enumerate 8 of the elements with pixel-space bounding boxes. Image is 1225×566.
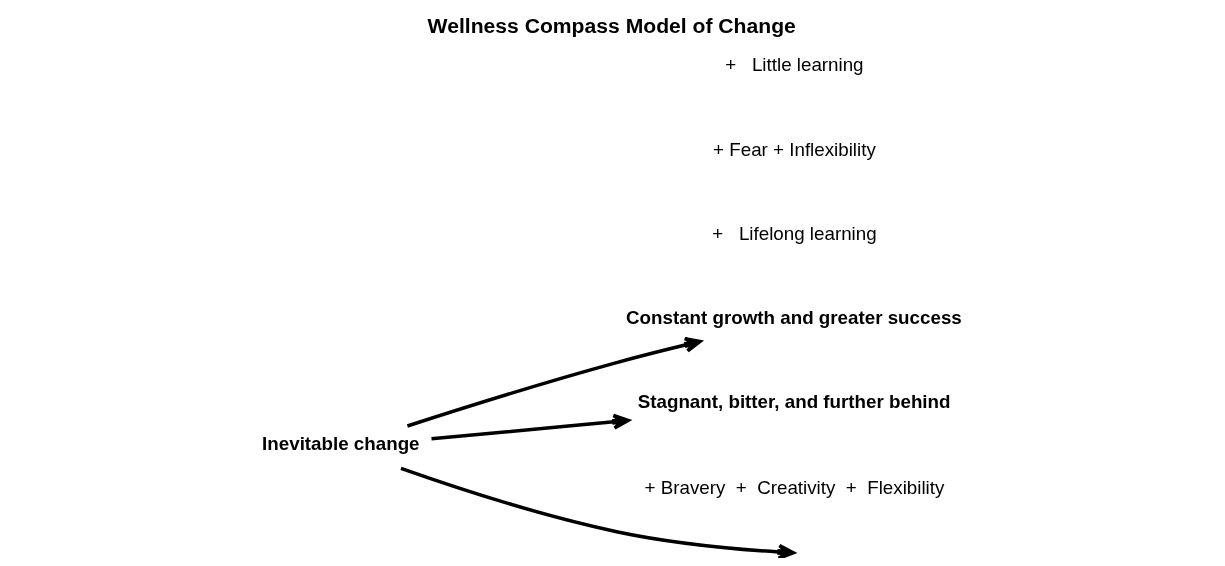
node-text: Inevitable change — [262, 433, 420, 455]
diagram-title: Wellness Compass Model of Change — [427, 14, 796, 38]
label: + Fear + Inflexibility — [713, 138, 876, 160]
node-text: Stagnant, bitter, and further behind — [637, 391, 951, 413]
label: + Lifelong learning — [712, 223, 877, 245]
label: + Little learning — [725, 54, 864, 76]
label: + Bravery + Creativity + Flexibility — [644, 476, 945, 498]
node-text: Constant growth and greater success — [626, 306, 962, 328]
